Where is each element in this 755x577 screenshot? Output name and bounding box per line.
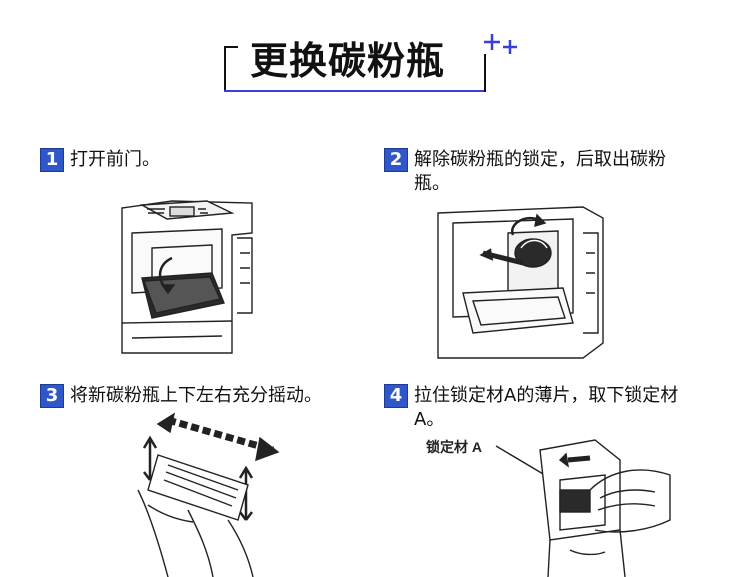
remove-toner-illustration	[437, 206, 604, 359]
page-title: 更换碳粉瓶	[250, 39, 446, 83]
sparkle-icon	[484, 34, 517, 54]
step-text: 将新碳粉瓶上下左右充分摇动。	[70, 385, 322, 406]
lock-material-label: 锁定材 A	[426, 439, 482, 455]
printer-open-door-illustration	[121, 200, 253, 354]
step-number: 1	[40, 148, 64, 172]
title-frame	[484, 54, 486, 92]
title-frame	[224, 46, 238, 48]
step-2: 2 解除碳粉瓶的锁定，后取出碳粉瓶。	[384, 148, 704, 196]
step-number: 3	[40, 384, 64, 408]
step-3: 3 将新碳粉瓶上下左右充分摇动。	[40, 384, 385, 408]
title-frame	[224, 46, 226, 92]
title-underline	[224, 90, 486, 92]
shake-toner-illustration	[137, 412, 280, 577]
step-number: 4	[384, 384, 408, 408]
step-1: 1 打开前门。	[40, 148, 340, 172]
pull-lock-tab-illustration: 锁定材 A	[426, 439, 671, 577]
step-number: 2	[384, 148, 408, 172]
step-4: 4 拉住锁定材A的薄片，取下锁定材A。	[384, 384, 704, 432]
step-text: 解除碳粉瓶的锁定，后取出碳粉瓶。	[414, 149, 666, 194]
step-text: 拉住锁定材A的薄片，取下锁定材A。	[414, 385, 679, 430]
title-block: 更换碳粉瓶	[224, 24, 486, 92]
step-text: 打开前门。	[70, 149, 160, 170]
